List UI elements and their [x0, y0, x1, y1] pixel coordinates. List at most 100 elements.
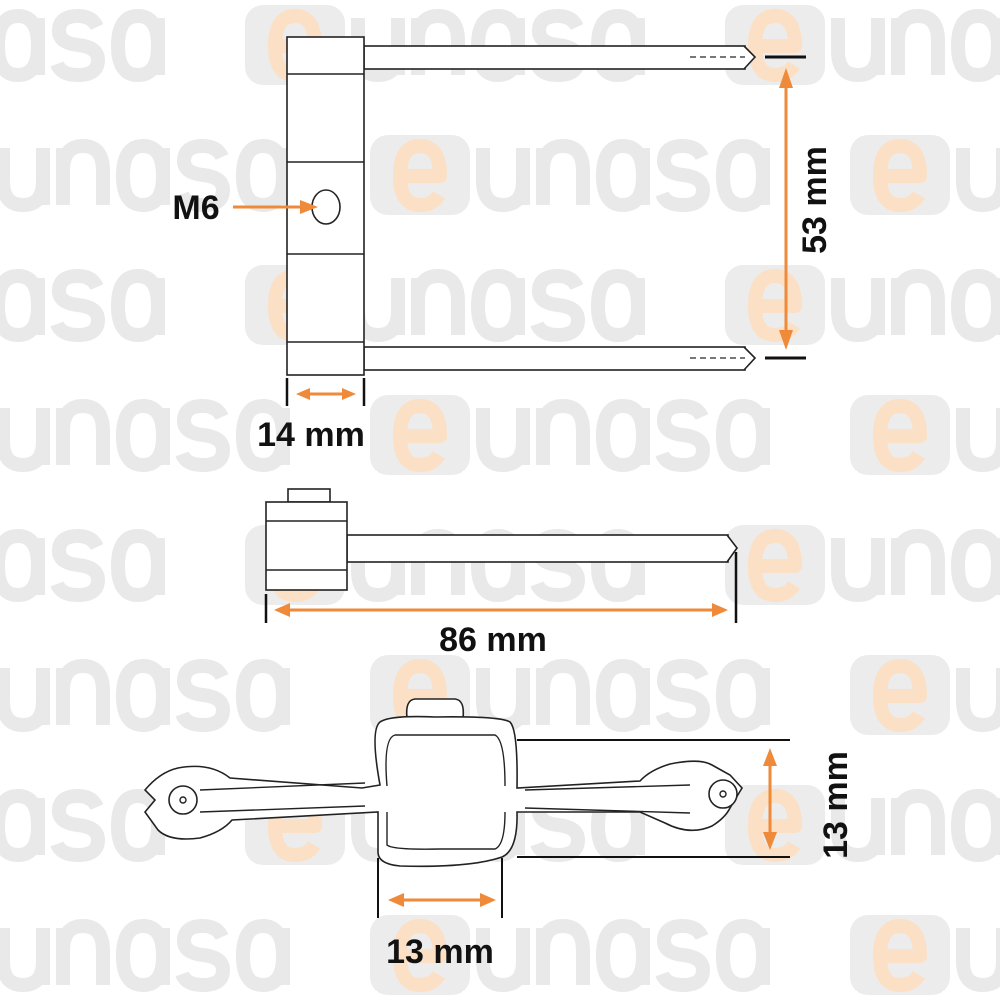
watermark-letter-glyph — [716, 139, 770, 212]
watermark-letter-glyph — [956, 668, 1000, 732]
watermark-letter-glyph — [951, 529, 1000, 602]
watermark-letter-glyph — [596, 919, 650, 992]
clip-inner-line — [386, 811, 506, 850]
watermark-letter-glyph — [956, 928, 1000, 992]
left-eyelet — [168, 785, 198, 815]
watermark-letter-glyph — [175, 659, 230, 732]
watermark-letter-glyph — [175, 399, 230, 472]
watermark-letter-glyph — [530, 9, 585, 82]
watermark-letter-glyph — [891, 9, 945, 75]
watermark-letter-glyph — [236, 659, 290, 732]
watermark-letter-glyph — [591, 269, 645, 342]
watermark-letter-glyph — [116, 399, 170, 472]
watermark-letter-glyph — [111, 529, 165, 602]
end-view: 13 mm 13 mm — [143, 698, 855, 971]
pin-tip — [726, 534, 738, 563]
watermark-letter-glyph — [536, 139, 590, 205]
watermark-letter-glyph — [476, 408, 530, 472]
m6-pointer-arrow — [233, 200, 318, 214]
front-view: 53 mm M6 14 mm — [172, 36, 834, 454]
spring-clip-outline — [143, 715, 743, 868]
watermark-logo-e-glyph — [873, 399, 927, 472]
watermark-letter-glyph — [0, 148, 50, 212]
watermark-logo-e-glyph — [748, 789, 802, 862]
watermark-letter-glyph — [891, 269, 945, 335]
watermark-letter-glyph — [956, 408, 1000, 472]
watermark-letter-glyph — [50, 529, 105, 602]
width-dimension-arrow — [296, 388, 356, 400]
watermark-letter-glyph — [411, 269, 465, 335]
watermark-letter-glyph — [50, 9, 105, 82]
watermark-letter-glyph — [476, 928, 530, 992]
left-eyelet-center — [179, 796, 187, 804]
clip-arm-line — [524, 784, 691, 791]
watermark-letter-glyph — [116, 139, 170, 212]
watermark-letter-glyph — [655, 139, 710, 212]
watermark-letter-glyph — [0, 9, 45, 82]
watermark-letter-glyph — [56, 399, 110, 465]
top-pin — [363, 45, 746, 70]
watermark-letter-glyph — [236, 919, 290, 992]
watermark-letter-glyph — [951, 9, 1000, 82]
watermark-letter-glyph — [831, 278, 885, 342]
watermark-letter-glyph — [831, 18, 885, 82]
watermark-letter-glyph — [236, 139, 290, 212]
watermark-letter-glyph — [116, 659, 170, 732]
watermark-letter-glyph — [56, 659, 110, 725]
watermark-logo-e-glyph — [393, 399, 447, 472]
bottom-pin — [363, 346, 746, 371]
watermark-letter-glyph — [236, 399, 290, 472]
watermark-logo-e-glyph — [873, 139, 927, 212]
watermark-letter-glyph — [0, 928, 50, 992]
bottom-pin-tip — [743, 346, 757, 371]
screw-head — [287, 488, 331, 503]
watermark-letter-glyph — [596, 399, 650, 472]
watermark-letter-glyph — [56, 919, 110, 985]
length-label: 86 mm — [439, 621, 547, 659]
watermark-letter-glyph — [951, 269, 1000, 342]
watermark-letter-glyph — [175, 919, 230, 992]
watermark-logo-e-glyph — [873, 659, 927, 732]
watermark-letter-glyph — [116, 919, 170, 992]
watermark-letter-glyph — [50, 789, 105, 862]
clip-arm-line — [199, 805, 366, 813]
watermark-letter-glyph — [175, 139, 230, 212]
top-pin-tip — [743, 45, 757, 70]
watermark-letter-glyph — [50, 269, 105, 342]
right-eyelet-center — [719, 790, 727, 798]
watermark-letter-glyph — [596, 659, 650, 732]
terminal-block-side — [265, 501, 348, 591]
watermark-letter-glyph — [831, 798, 885, 862]
height-dimension-arrow — [779, 68, 793, 350]
watermark-letter-glyph — [530, 269, 585, 342]
watermark-letter-glyph — [111, 9, 165, 82]
clip-inner-line — [385, 734, 506, 787]
watermark-letter-glyph — [471, 269, 525, 342]
watermark-letter-glyph — [655, 399, 710, 472]
watermark-logo-e-glyph — [393, 139, 447, 212]
watermark-logo-e-glyph — [873, 919, 927, 992]
watermark-letter-glyph — [0, 408, 50, 472]
watermark-logo-e-glyph — [748, 529, 802, 602]
watermark-letter-glyph — [951, 789, 1000, 862]
clip-arm-line — [199, 782, 366, 791]
top-knob — [405, 698, 465, 719]
watermark-letter-glyph — [655, 919, 710, 992]
watermark-letter-glyph — [536, 919, 590, 985]
thread-label: M6 — [172, 189, 219, 227]
clip-height-label: 13 mm — [817, 751, 855, 859]
side-view: 86 mm — [264, 488, 738, 659]
watermark-letter-glyph — [716, 399, 770, 472]
clip-arm-line — [524, 807, 691, 814]
watermark-letter-glyph — [536, 399, 590, 465]
watermark-letter-glyph — [0, 789, 45, 862]
watermark-logo-e-glyph — [393, 919, 447, 992]
clip-width-label: 13 mm — [386, 933, 494, 971]
watermark-letter-glyph — [56, 139, 110, 205]
watermark-letter-glyph — [476, 148, 530, 212]
watermark-letter-glyph — [956, 148, 1000, 212]
watermark-letter-glyph — [111, 269, 165, 342]
watermark-letter-glyph — [891, 789, 945, 855]
